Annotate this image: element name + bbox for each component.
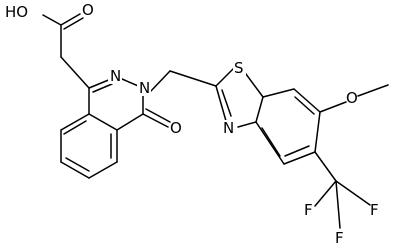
bond-c2-s [215, 67, 235, 87]
bond-bzt-5 [255, 121, 285, 165]
bond-benz-1 [60, 113, 90, 131]
bond-c4-o-double-b [145, 108, 171, 123]
bond-ch2-c2 [169, 70, 217, 87]
bond-acid-c-o-double-a [60, 13, 81, 26]
bond-c5-cf3 [314, 151, 337, 182]
bond-o-ch3 [357, 84, 389, 97]
bond-c3a-n [237, 121, 257, 128]
bond-acid-c-o-double-b [63, 17, 84, 30]
atom-hydroxyl: HO [5, 3, 28, 21]
atom-methoxy-o: O [346, 89, 358, 107]
bond-benz-4 [88, 161, 118, 179]
bond-bzt-5-inner [261, 127, 281, 157]
bond-n-c2-double-b [221, 89, 232, 117]
bond-benz-3-inner [65, 157, 90, 172]
bond-c7a-c3a [255, 96, 264, 123]
bond-bzt-1 [262, 88, 295, 98]
bond-bzt-2-inner [294, 96, 315, 115]
bond-c1-n2-double-b [92, 83, 113, 93]
bond-cf3-f1 [314, 180, 337, 207]
atom-fluorine-3: F [370, 201, 379, 219]
bond-c4-o-double-a [142, 113, 169, 128]
atom-ketone-o: O [170, 119, 182, 137]
bond-c4a-c8a [88, 113, 118, 131]
bond-benz-3 [60, 161, 90, 179]
bond-c1-n2-double-a [88, 78, 112, 89]
bond-s-c7a [242, 69, 264, 98]
atom-label-layer: HO O N N O S N O F F F [5, 1, 379, 247]
bond-bzt-4 [283, 151, 316, 165]
bond-bzt-3 [314, 111, 321, 153]
bond-oh-c [42, 14, 62, 26]
bond-c6-o [319, 101, 347, 113]
atom-phthalazine-n1: N [110, 67, 121, 85]
atom-fluorine-1: F [304, 201, 313, 219]
bond-benz-1-inner [63, 120, 87, 135]
bond-cf3-f3 [335, 180, 371, 206]
bond-bzt-4-inner [284, 145, 310, 157]
bond-c4-c4a [116, 113, 144, 131]
atom-phthalazine-n2: N [139, 79, 150, 97]
atom-thiazole-s: S [234, 59, 244, 77]
bond-ch2-c1 [60, 56, 90, 89]
bond-bzt-2 [293, 88, 321, 113]
bond-n3-ch2 [149, 70, 171, 93]
atom-thiazole-n: N [223, 119, 234, 137]
bond-cf3-f2 [335, 180, 341, 229]
atom-fluorine-2: F [335, 229, 344, 247]
bond-layer [42, 13, 389, 229]
atom-carbonyl-acid-o: O [82, 1, 94, 19]
bond-n-c2-double-a [215, 85, 227, 122]
